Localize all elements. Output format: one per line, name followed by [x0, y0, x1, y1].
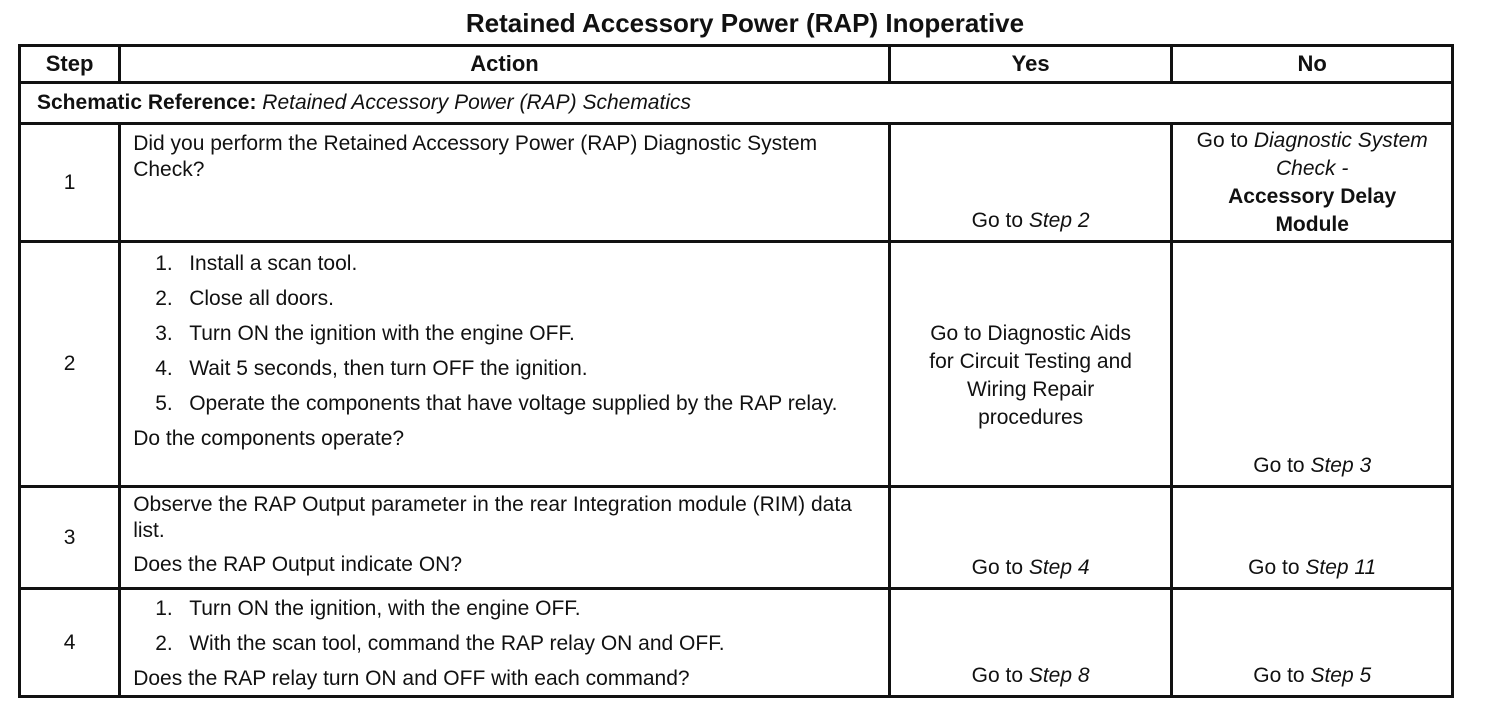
yes-result[interactable]: Go to Step 4 [971, 556, 1090, 579]
schematic-reference: Schematic Reference: Retained Accessory … [18, 81, 1454, 125]
header-no: No [1170, 44, 1454, 84]
no-cell: Go to Step 3 [1170, 240, 1454, 488]
step-number: 2 [17, 240, 122, 488]
action-text: Observe the RAP Output parameter in the … [133, 493, 852, 542]
schematic-reference-row: Schematic Reference: Retained Accessory … [18, 81, 1454, 125]
substep-list: 1.Install a scan tool. 2.Close all doors… [133, 251, 878, 417]
no-result[interactable]: Go to Step 5 [1253, 664, 1372, 687]
schematic-reference-link[interactable]: Retained Accessory Power (RAP) Schematic… [262, 91, 691, 114]
header-action: Action [118, 44, 891, 84]
yes-cell: Go to Step 8 [887, 587, 1174, 698]
schematic-reference-label: Schematic Reference: [37, 91, 257, 114]
step-number: 4 [17, 587, 122, 698]
diagnostic-table: Step Action Yes No Schematic Reference: … [17, 44, 1454, 698]
step-number: 3 [17, 485, 122, 590]
substep-item: 1.Install a scan tool. [155, 252, 358, 275]
no-result[interactable]: Go to Step 11 [1248, 556, 1377, 579]
header-yes: Yes [887, 44, 1174, 84]
table-row: 2 1.Install a scan tool. 2.Close all doo… [17, 240, 1454, 488]
yes-result[interactable]: Go to Step 2 [971, 209, 1090, 232]
header-step: Step [17, 44, 122, 84]
action-cell: 1.Install a scan tool. 2.Close all doors… [118, 240, 891, 488]
action-cell: 1.Turn ON the ignition, with the engine … [118, 587, 891, 698]
action-cell: Did you perform the Retained Accessory P… [118, 122, 891, 243]
substep-item: 2.Close all doors. [155, 287, 334, 310]
no-cell: Go to Step 5 [1170, 587, 1454, 698]
step-number: 1 [17, 122, 122, 243]
substep-list: 1.Turn ON the ignition, with the engine … [133, 596, 878, 657]
action-question: Do the components operate? [133, 427, 405, 450]
table-row: 1 Did you perform the Retained Accessory… [17, 122, 1454, 243]
substep-item: 3.Turn ON the ignition with the engine O… [155, 322, 575, 345]
action-question: Does the RAP relay turn ON and OFF with … [133, 667, 690, 690]
substep-item: 4.Wait 5 seconds, then turn OFF the igni… [155, 357, 588, 380]
document-title: Retained Accessory Power (RAP) Inoperati… [465, 8, 1025, 38]
table-row: 3 Observe the RAP Output parameter in th… [17, 485, 1454, 590]
yes-result[interactable]: Go to Diagnostic Aids for Circuit Testin… [929, 322, 1132, 429]
yes-cell: Go to Diagnostic Aids for Circuit Testin… [887, 240, 1174, 488]
substep-item: 1.Turn ON the ignition, with the engine … [155, 597, 581, 620]
action-question: Does the RAP Output indicate ON? [133, 553, 462, 576]
table-row: 4 1.Turn ON the ignition, with the engin… [17, 587, 1454, 698]
no-result[interactable]: Go to Diagnostic System Check - Accessor… [1196, 129, 1428, 236]
action-question: Did you perform the Retained Accessory P… [133, 132, 818, 181]
substep-item: 2.With the scan tool, command the RAP re… [155, 632, 725, 655]
yes-cell: Go to Step 4 [887, 485, 1174, 590]
no-cell: Go to Diagnostic System Check - Accessor… [1170, 122, 1454, 243]
action-cell: Observe the RAP Output parameter in the … [118, 485, 891, 590]
no-result[interactable]: Go to Step 3 [1253, 454, 1372, 477]
no-cell: Go to Step 11 [1170, 485, 1454, 590]
yes-result[interactable]: Go to Step 8 [971, 664, 1090, 687]
substep-item: 5.Operate the components that have volta… [155, 392, 838, 415]
yes-cell: Go to Step 2 [887, 122, 1174, 243]
table-header-row: Step Action Yes No [17, 44, 1454, 84]
